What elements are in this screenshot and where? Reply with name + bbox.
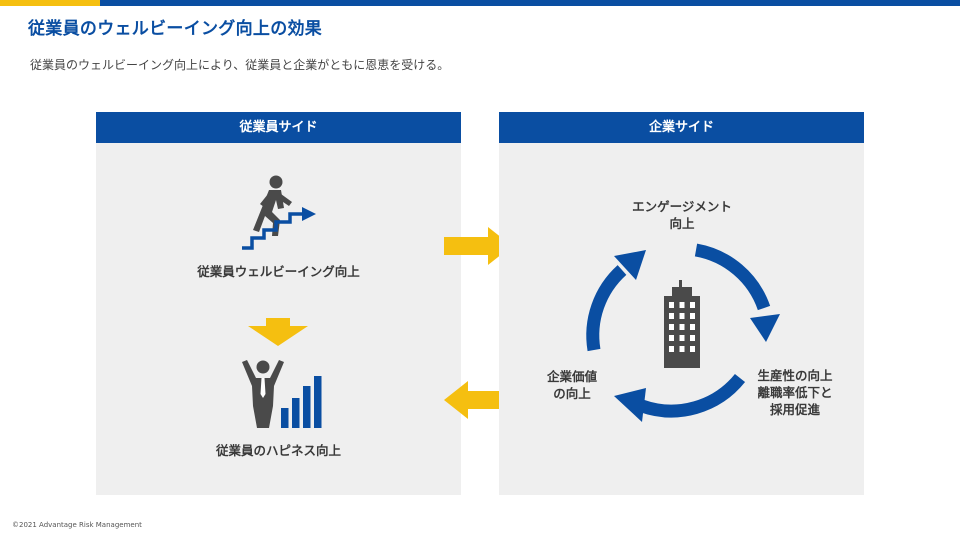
right-arrow-icon xyxy=(444,227,512,265)
employee-happiness-label: 従業員のハピネス向上 xyxy=(215,443,341,458)
company-side-panel: 企業サイド エンゲージメント 向上 生 xyxy=(499,112,864,495)
company-side-heading: 企業サイド xyxy=(499,112,864,143)
copyright-footer: ©2021 Advantage Risk Management xyxy=(12,521,142,529)
productivity-label-line3: 採用促進 xyxy=(769,402,820,417)
productivity-label-line2: 離職率低下と xyxy=(757,385,833,400)
left-arrow-icon xyxy=(444,381,512,419)
page-title: 従業員のウェルビーイング向上の効果 xyxy=(28,19,323,39)
engagement-label: エンゲージメント 向上 xyxy=(607,198,757,232)
engagement-label-line1: エンゲージメント xyxy=(632,199,732,214)
employee-side-heading: 従業員サイド xyxy=(96,112,461,143)
productivity-label: 生産性の向上 離職率低下と 採用促進 xyxy=(739,367,851,418)
productivity-label-line1: 生産性の向上 xyxy=(757,368,833,383)
employee-side-panel: 従業員サイド 従業員ウェルビーイング向上 従業員のハピネス向上 xyxy=(96,112,461,495)
top-bar-accent xyxy=(0,0,100,6)
cycle-arrows-icon xyxy=(586,243,780,422)
down-arrow-icon xyxy=(248,318,308,346)
engagement-label-line2: 向上 xyxy=(669,216,695,231)
building-icon xyxy=(664,280,700,368)
success-chart-icon xyxy=(242,360,322,428)
company-value-label: 企業価値 の向上 xyxy=(527,368,617,402)
company-value-label-line2: の向上 xyxy=(553,386,591,401)
climbing-stairs-icon xyxy=(242,175,316,250)
top-bar xyxy=(0,0,960,6)
employee-wellbeing-label: 従業員ウェルビーイング向上 xyxy=(197,264,360,279)
company-value-label-line1: 企業価値 xyxy=(546,369,597,384)
page-subtitle: 従業員のウェルビーイング向上により、従業員と企業がともに恩恵を受ける。 xyxy=(30,58,450,72)
